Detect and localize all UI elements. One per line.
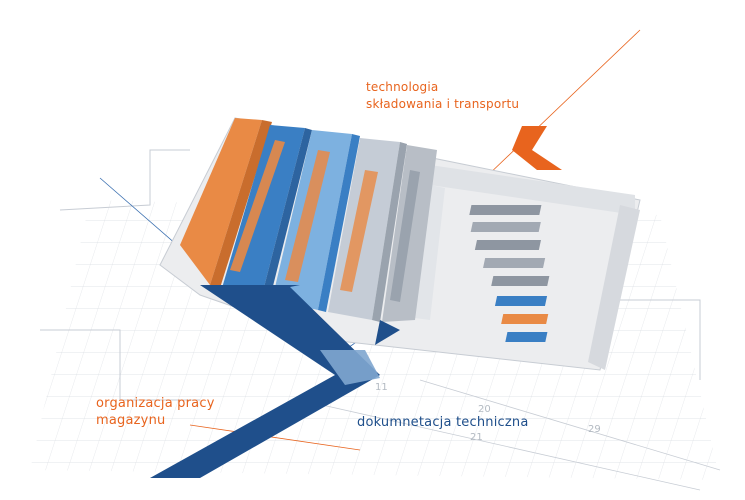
- work-organization-line-2: magazynu: [96, 413, 166, 428]
- blueprint-number: 20: [478, 404, 491, 415]
- guide-line: [484, 29, 641, 179]
- orange-chevron-icon: [512, 126, 562, 170]
- rack-block-5: [382, 145, 437, 322]
- pallet-area: [469, 205, 550, 342]
- technical-documentation-label[interactable]: dokumnetacja techniczna: [357, 414, 529, 431]
- storage-technology-label[interactable]: technologia składowania i transportu: [366, 79, 519, 113]
- work-organization-label[interactable]: organizacja pracy magazynu: [96, 395, 215, 429]
- storage-technology-line-1: technologia: [366, 80, 439, 94]
- blueprint-number: 29: [588, 424, 601, 435]
- warehouse-wall: [430, 165, 635, 215]
- navy-chevron-icon: [150, 285, 400, 478]
- warehouse-wall: [588, 205, 640, 370]
- warehouse-wall: [415, 185, 445, 320]
- rack-block-4: [328, 138, 407, 322]
- guide-line: [189, 424, 361, 451]
- rack-block-1: [180, 118, 272, 288]
- rack-block-2: [222, 125, 312, 298]
- blueprint-number: 21: [470, 432, 483, 443]
- storage-technology-line-2: składowania i transportu: [366, 97, 520, 111]
- work-organization-line-1: organizacja pracy: [96, 396, 215, 411]
- technical-documentation-text: dokumnetacja techniczna: [357, 415, 529, 430]
- rack-block-3: [272, 130, 360, 312]
- blueprint-number: 11: [375, 382, 388, 393]
